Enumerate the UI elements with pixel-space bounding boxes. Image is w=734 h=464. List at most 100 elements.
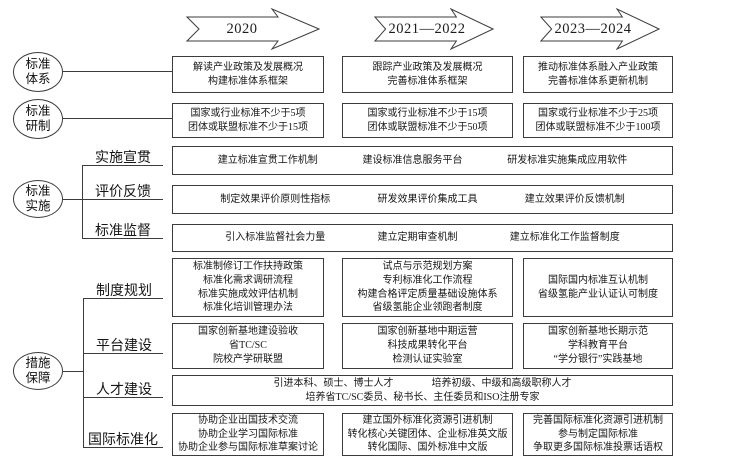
box-text-line: 省级氢能产业认证认可制度 xyxy=(538,288,658,300)
box-text-line: 争取更多国际标准投票话语权 xyxy=(533,442,663,454)
box-text-line: 院校产学研联盟 xyxy=(213,353,283,365)
box-text-line: 构建标准体系框架 xyxy=(208,75,288,87)
sublabel-evaluation: 评价反馈 xyxy=(95,185,151,200)
timeline-year-label: 2021—2022 xyxy=(388,20,466,37)
timeline-year-label: 2023—2024 xyxy=(554,20,632,37)
category-label-line: 体系 xyxy=(25,72,51,86)
box-text-item: 研发效果评价集成工具 xyxy=(377,193,478,205)
box-text-item: 建立标准宣贯工作机制 xyxy=(217,154,318,166)
category-standard-system: 标准 体系 xyxy=(13,52,63,92)
box-development-2021: 国家或行业标准不少于15项 团体或联盟标准不少于50项 xyxy=(342,103,513,138)
box-text-item: 制定效果评价原则性指标 xyxy=(220,193,331,205)
connector-line xyxy=(83,353,163,354)
box-text-line: 国家或行业标准不少于15项 xyxy=(367,107,488,119)
box-text-line: 构建合格评定质量基础设施体系 xyxy=(357,288,498,300)
category-label-line: 研制 xyxy=(25,119,51,133)
box-platform-2020: 国家创新基地建设验收 省TC/SC 院校产学研联盟 xyxy=(172,323,324,369)
box-evaluation-row: 制定效果评价原则性指标 研发效果评价集成工具 建立效果评价反馈机制 xyxy=(172,185,673,214)
box-text-item: 建立效果评价反馈机制 xyxy=(524,193,625,205)
connector-line xyxy=(82,238,163,239)
box-text-line: 协助企业出国技术交流 xyxy=(198,414,298,426)
connector-line xyxy=(83,447,163,448)
box-text-line: 协助企业参与国际标准草案讨论 xyxy=(178,442,318,454)
box-text-line: 国家或行业标准不少于25项 xyxy=(538,107,658,119)
box-text-line: 试点与示范规划方案 xyxy=(382,260,473,272)
box-text-line: 转化核心关键团体、企业标准英文版 xyxy=(347,428,508,440)
box-platform-2023: 国家创新基地长期示范 学科教育平台 “学分银行”实践基地 xyxy=(523,323,673,369)
box-text-line: 团体或联盟标准不少于50项 xyxy=(367,121,488,133)
box-institution-2021: 试点与示范规划方案 专利标准化工作流程 构建合格评定质量基础设施体系 省级氢能企… xyxy=(342,258,513,317)
timeline-year-label: 2020 xyxy=(226,20,258,37)
category-label-line: 标准 xyxy=(25,57,51,72)
category-label-line: 标准 xyxy=(25,104,51,119)
timeline-arrow-2020: 2020 xyxy=(186,8,320,50)
timeline-arrow-2023-2024: 2023—2024 xyxy=(540,8,660,50)
block-arrow-icon xyxy=(374,8,494,50)
box-text-item: 培养初级、中级和高级职称人才 xyxy=(431,377,572,389)
box-talent-row: 引进本科、硕士、博士人才 培养初级、中级和高级职称人才 培养省TC/SC委员、秘… xyxy=(172,375,673,406)
box-text-line: 完善标准体系更新机制 xyxy=(548,75,648,87)
box-text-item: 研发标准实施集成应用软件 xyxy=(507,154,628,166)
box-text-line: 协助企业学习国际标准 xyxy=(198,428,298,440)
box-text-item: 建设标准信息服务平台 xyxy=(362,154,463,166)
sublabel-supervision: 标准监督 xyxy=(95,224,151,239)
box-text-line: 国家创新基地建设验收 xyxy=(198,326,298,338)
box-text-line: 参与制定国际标准 xyxy=(558,428,638,440)
connector-line xyxy=(63,71,172,72)
box-institution-2020: 标准制修订工作扶持政策 标准化需求调研流程 标准实施成效评估机制 标准化培训管理… xyxy=(172,258,324,317)
connector-line xyxy=(63,199,163,200)
box-text-line: 培养省TC/SC委员、秘书长、主任委员和ISO注册专家 xyxy=(305,391,540,403)
connector-line xyxy=(82,165,163,166)
box-international-2020: 协助企业出国技术交流 协助企业学习国际标准 协助企业参与国际标准草案讨论 xyxy=(172,413,324,456)
box-text-line: 学科教育平台 xyxy=(568,340,628,352)
box-institution-2023: 国际国内标准互认机制 省级氢能产业认证认可制度 xyxy=(523,258,673,317)
sublabel-promotion: 实施宣贯 xyxy=(95,151,151,166)
category-label-line: 措施 xyxy=(25,356,51,371)
box-text-line: 科技成果转化平台 xyxy=(387,340,468,352)
sublabel-institution: 制度规划 xyxy=(96,284,152,299)
category-label-line: 标准 xyxy=(25,184,51,199)
box-text-line: 跟踪产业政策及发展概况 xyxy=(372,61,483,73)
category-standard-development: 标准 研制 xyxy=(13,99,63,139)
timeline-arrow-2021-2022: 2021—2022 xyxy=(374,8,494,50)
box-supervision-row: 引入标准监督社会力量 建立定期审查机制 建立标准化工作监督制度 xyxy=(172,224,673,252)
box-text-line: 解读产业政策及发展概况 xyxy=(193,61,303,73)
box-system-2023: 推动标准体系融入产业政策 完善标准体系更新机制 xyxy=(523,56,673,93)
box-promotion-row: 建立标准宣贯工作机制 建设标准信息服务平台 研发标准实施集成应用软件 xyxy=(172,146,673,175)
box-text-item: 引入标准监督社会力量 xyxy=(225,232,326,244)
sublabel-talent: 人才建设 xyxy=(96,383,152,398)
connector-line xyxy=(83,298,163,299)
box-text-line: 省级氢能企业领跑者制度 xyxy=(372,302,483,314)
box-text-line: 标准制修订工作扶持政策 xyxy=(193,260,303,272)
box-platform-2021: 国家创新基地中期运营 科技成果转化平台 检测认证实验室 xyxy=(342,323,513,369)
box-text-line: 国家或行业标准不少于5项 xyxy=(190,107,306,119)
box-text-line: 完善标准体系框架 xyxy=(387,75,468,87)
box-text-line: 标准化培训管理办法 xyxy=(203,302,293,314)
category-standard-implementation: 标准 实施 xyxy=(13,180,63,218)
box-text-line: 转化国际、国外标准中文版 xyxy=(367,442,488,454)
connector-line xyxy=(63,118,172,119)
box-system-2021: 跟踪产业政策及发展概况 完善标准体系框架 xyxy=(342,56,513,93)
box-text-line: 检测认证实验室 xyxy=(392,353,463,365)
box-text-line: 国家创新基地中期运营 xyxy=(377,326,478,338)
box-text-line: 团体或联盟标准不少于100项 xyxy=(535,121,661,133)
box-text-line: 专利标准化工作流程 xyxy=(382,274,473,286)
box-text-item: 建立标准化工作监督制度 xyxy=(509,232,620,244)
box-development-2020: 国家或行业标准不少于5项 团体或联盟标准不少于15项 xyxy=(172,103,324,138)
box-text-line: 建立国外标准化资源引进机制 xyxy=(362,414,493,426)
connector-line xyxy=(63,371,84,372)
block-arrow-icon xyxy=(186,8,320,50)
connector-line xyxy=(83,397,163,398)
box-international-2023: 完善国际标准化资源引进机制 参与制定国际标准 争取更多国际标准投票话语权 xyxy=(523,413,673,456)
box-text-item: 建立定期审查机制 xyxy=(377,232,458,244)
box-text-line: 标准化需求调研流程 xyxy=(203,274,293,286)
block-arrow-icon xyxy=(540,8,660,50)
box-text-item: 引进本科、硕士、博士人才 xyxy=(273,377,394,389)
box-international-2021: 建立国外标准化资源引进机制 转化核心关键团体、企业标准英文版 转化国际、国外标准… xyxy=(342,413,513,456)
box-system-2020: 解读产业政策及发展概况 构建标准体系框架 xyxy=(172,56,324,93)
box-text-line: 国际国内标准互认机制 xyxy=(548,274,648,286)
category-label-line: 实施 xyxy=(25,199,51,213)
box-development-2023: 国家或行业标准不少于25项 团体或联盟标准不少于100项 xyxy=(523,103,673,138)
category-label-line: 保障 xyxy=(25,371,51,385)
